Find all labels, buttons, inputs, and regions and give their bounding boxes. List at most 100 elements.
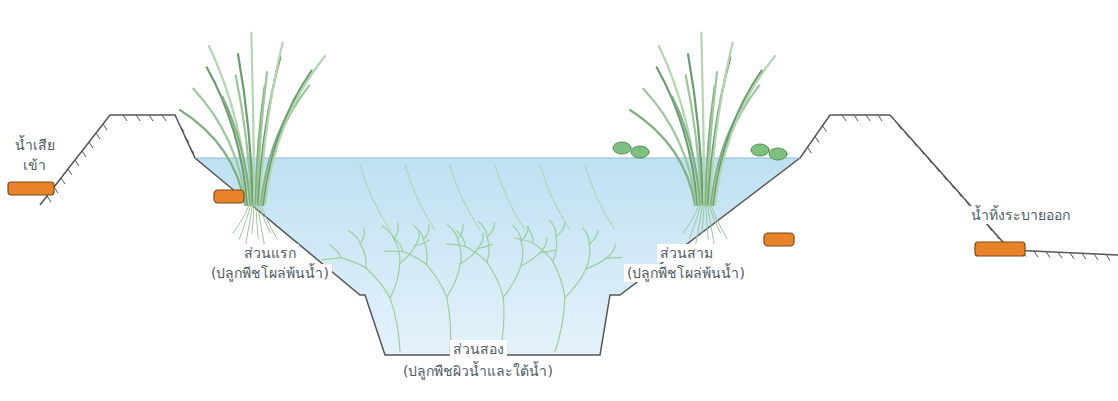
- plant-leaf: [448, 225, 458, 239]
- plant-leaf: [458, 239, 462, 264]
- plant-leaf: [688, 54, 703, 205]
- zone-note: (ปลูกพืชผิวน้ำและใต้น้ำ): [400, 362, 556, 380]
- hatch-tick: [162, 115, 166, 121]
- hatch-tick: [898, 123, 902, 129]
- plant-leaf: [360, 228, 364, 244]
- plant-leaf: [589, 231, 598, 245]
- plant-leaf: [341, 258, 366, 268]
- hatch-tick: [103, 124, 107, 130]
- pipes: [8, 182, 1025, 256]
- hatch-tick: [815, 137, 819, 143]
- ground-hatch: [47, 115, 1110, 260]
- plant-leaf: [260, 43, 283, 205]
- hatch-tick: [136, 115, 140, 121]
- inlet-label: เข้า: [20, 156, 49, 174]
- plant-leaf: [403, 251, 427, 264]
- hatch-tick: [1070, 253, 1074, 259]
- plant-leaf: [393, 237, 403, 251]
- plant-leaf: [712, 85, 759, 205]
- zone-note: (ปลูกพืชโผล่พ้นน้ำ): [208, 264, 332, 282]
- zone-title: ส่วนสาม: [657, 244, 716, 262]
- floating-plant: [613, 142, 631, 154]
- plant-leaf: [264, 71, 312, 205]
- plant-leaf: [394, 223, 398, 239]
- plant-leaf: [659, 46, 699, 205]
- plant-leaf: [689, 205, 700, 239]
- plant-leaf: [457, 231, 465, 246]
- hatch-tick: [82, 151, 86, 157]
- plant-leaf: [702, 205, 704, 233]
- plant-leaf: [246, 205, 253, 245]
- plant-leaf: [714, 71, 762, 205]
- plant-leaf: [701, 33, 704, 205]
- hatch-tick: [149, 115, 153, 121]
- plant-leaf: [252, 205, 254, 233]
- plants: [180, 33, 787, 352]
- plant-leaf: [533, 243, 553, 261]
- outlet-pipe: [975, 242, 1025, 256]
- hatch-tick: [823, 126, 827, 132]
- hatch-tick: [47, 196, 51, 202]
- plant-leaf: [521, 253, 540, 266]
- inlet-pipe: [8, 182, 54, 195]
- plant-leaf: [265, 56, 325, 205]
- plant-leaf: [711, 205, 727, 239]
- plant-leaf: [527, 227, 533, 243]
- plant-leaf: [521, 226, 528, 241]
- plant-leaf: [540, 250, 555, 252]
- hatch-tick: [75, 160, 79, 166]
- ground-line: [40, 115, 1118, 355]
- hatch-tick: [928, 157, 932, 163]
- plant-leaf: [360, 244, 366, 268]
- plant-leaf: [586, 244, 590, 269]
- floating-plant: [751, 144, 769, 156]
- plant-leaf: [261, 205, 277, 239]
- plant-leaf: [450, 165, 480, 230]
- plant-leaf: [487, 223, 494, 238]
- plant-leaf: [426, 264, 446, 297]
- plant-leaf: [487, 237, 489, 262]
- hatch-tick: [1046, 252, 1050, 258]
- plant-leaf: [209, 46, 249, 205]
- plant-leaf: [329, 245, 341, 258]
- plant-leaf: [583, 228, 589, 244]
- plant-leaf: [262, 85, 309, 205]
- hatch-tick: [866, 115, 870, 121]
- hatch-tick: [905, 132, 909, 138]
- hatch-tick: [935, 166, 939, 172]
- hatch-tick: [995, 233, 999, 239]
- plant-leaf: [556, 223, 565, 237]
- plant-leaf: [487, 262, 503, 297]
- plant-leaf: [322, 258, 341, 260]
- hatch-tick: [950, 183, 954, 189]
- plant-leaf: [390, 298, 400, 352]
- plant-leaf: [553, 237, 557, 262]
- plant-leaf: [415, 230, 419, 246]
- hatch-tick: [854, 115, 858, 121]
- plant-leaf: [606, 244, 615, 258]
- hatch-tick: [878, 115, 882, 121]
- hatch-tick: [123, 115, 127, 121]
- plant-leaf: [415, 240, 429, 246]
- plant-leaf: [585, 165, 615, 230]
- plant-leaf: [390, 263, 400, 297]
- plant-leaf: [460, 249, 477, 265]
- plant-leaf: [465, 246, 487, 262]
- hatch-tick: [1058, 252, 1062, 258]
- plant-leaf: [696, 205, 703, 245]
- plant-leaf: [366, 268, 390, 298]
- hatch-tick: [89, 142, 93, 148]
- plant-leaf: [550, 220, 556, 236]
- plant-leaf: [495, 165, 525, 230]
- plant-leaf: [424, 224, 430, 239]
- plant-leaf: [446, 244, 465, 246]
- zone-title: ส่วนแรก: [241, 244, 299, 262]
- hatch-tick: [988, 225, 992, 231]
- zone-title: ส่วนสอง: [450, 340, 507, 358]
- hatch-tick: [185, 137, 189, 143]
- plant-leaf: [565, 269, 586, 298]
- hatch-tick: [920, 149, 924, 155]
- plant-leaf: [239, 205, 250, 239]
